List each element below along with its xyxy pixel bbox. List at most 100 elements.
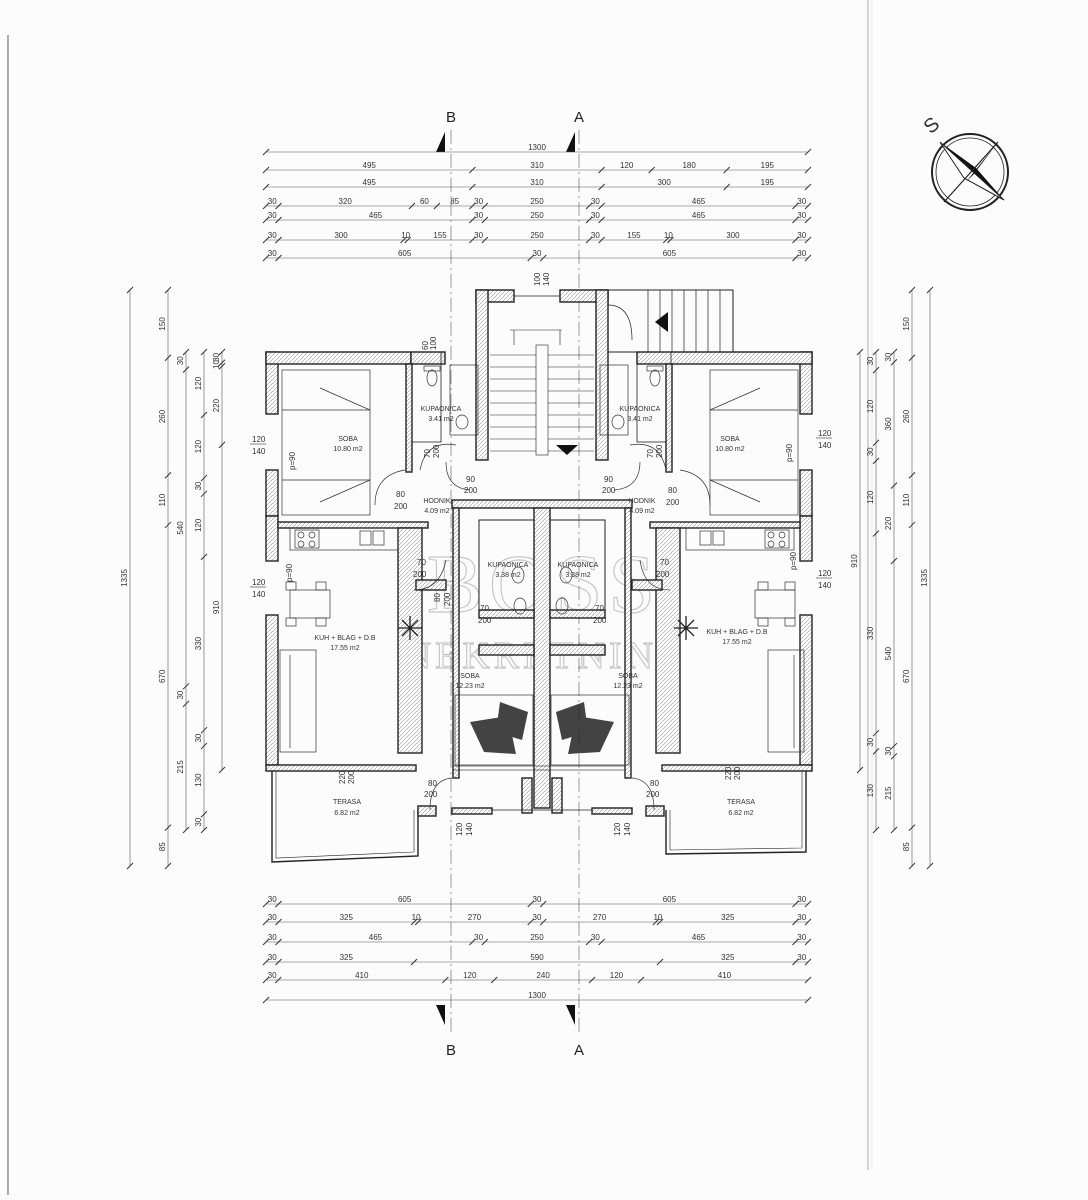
top-dim-row-5-value: 300 bbox=[726, 231, 740, 240]
dim-tick bbox=[585, 202, 593, 210]
left-dim-col3-value: 30 bbox=[176, 690, 185, 699]
bottom-dim-row-1-value: 270 bbox=[593, 913, 607, 922]
left-dim-col2-value: 110 bbox=[158, 493, 167, 506]
opening-balcony-left: 220 200 bbox=[338, 770, 356, 784]
svg-text:A: A bbox=[574, 1042, 584, 1059]
svg-text:200: 200 bbox=[593, 616, 607, 625]
dim-tick bbox=[469, 202, 476, 210]
svg-text:70: 70 bbox=[423, 449, 432, 458]
svg-text:3.38 m2: 3.38 m2 bbox=[495, 572, 520, 579]
bottom-dim-row-2-value: 250 bbox=[530, 933, 544, 942]
opening-window-bottom-right: 120 140 bbox=[613, 822, 632, 836]
opening-bath-top: 60 100 bbox=[421, 336, 438, 350]
dim-tick bbox=[481, 236, 489, 244]
right-dim-col2-value: 260 bbox=[902, 409, 911, 423]
top-dim-row-6-value: 30 bbox=[533, 249, 542, 258]
bottom-dim-row-3-value: 325 bbox=[721, 953, 735, 962]
bottom-dim-row-3-value: 325 bbox=[340, 953, 354, 962]
left-dimension-chains: 1335150260110670853054030215120120301203… bbox=[120, 286, 226, 870]
dim-tick bbox=[890, 482, 898, 489]
bottom-dim-row-4-value: 120 bbox=[610, 971, 624, 980]
top-dim-row-4-value: 30 bbox=[268, 211, 277, 220]
dim-tick bbox=[908, 521, 916, 529]
svg-text:200: 200 bbox=[432, 444, 441, 458]
dim-tick bbox=[262, 202, 270, 210]
svg-text:SOBA: SOBA bbox=[618, 673, 638, 680]
left-dim-col4-value: 120 bbox=[194, 518, 203, 532]
dim-tick bbox=[182, 700, 190, 708]
dim-tick bbox=[804, 202, 812, 210]
dim-tick bbox=[218, 359, 226, 367]
bottom-dim-row-2-value: 30 bbox=[797, 933, 806, 942]
section-marker-b-top: B bbox=[436, 109, 456, 152]
svg-text:4.09 m2: 4.09 m2 bbox=[629, 508, 654, 515]
dim-tick bbox=[262, 216, 270, 224]
dim-tick bbox=[490, 976, 498, 984]
left-dim-col2-value: 260 bbox=[158, 409, 167, 423]
svg-text:10.80 m2: 10.80 m2 bbox=[715, 446, 744, 453]
svg-text:140: 140 bbox=[818, 441, 832, 450]
svg-text:12.23 m2: 12.23 m2 bbox=[455, 683, 484, 690]
right-dim-col2-value: 150 bbox=[902, 317, 911, 331]
top-dim-row-4-value: 465 bbox=[369, 211, 383, 220]
dim-tick bbox=[792, 918, 799, 926]
top-dim-row-1-value: 180 bbox=[682, 161, 696, 170]
dim-tick bbox=[469, 216, 476, 224]
svg-text:80: 80 bbox=[650, 779, 659, 788]
dim-tick bbox=[856, 348, 864, 356]
dim-tick bbox=[262, 996, 270, 1004]
section-marker-a-bottom: A bbox=[566, 1005, 584, 1059]
dim-tick bbox=[598, 938, 605, 946]
opening-bath-80: 80 200 bbox=[433, 592, 452, 606]
dim-tick bbox=[908, 354, 916, 362]
svg-text:70: 70 bbox=[480, 604, 489, 613]
dim-tick bbox=[539, 918, 547, 926]
left-dim-col4-value: 30 bbox=[194, 733, 203, 742]
bottom-dim-row-3-value: 30 bbox=[797, 953, 806, 962]
right-dim-col4-value: 30 bbox=[866, 447, 875, 456]
dim-tick bbox=[262, 183, 270, 191]
top-dim-row-2-value: 195 bbox=[761, 178, 775, 187]
top-dim-row-3-value: 465 bbox=[692, 197, 706, 206]
dim-tick bbox=[908, 862, 916, 870]
top-dim-row-3-value: 60 bbox=[420, 197, 429, 206]
dim-tick bbox=[908, 824, 916, 831]
svg-text:70: 70 bbox=[660, 558, 669, 567]
top-dim-row-2-value: 300 bbox=[657, 178, 671, 187]
svg-text:SOBA: SOBA bbox=[338, 436, 358, 443]
dim-tick bbox=[404, 236, 412, 244]
bottom-dim-row-0-value: 30 bbox=[268, 895, 277, 904]
dim-tick bbox=[792, 900, 799, 908]
bottom-dim-row-1-value: 30 bbox=[797, 913, 806, 922]
section-marker-b-bottom: B bbox=[436, 1005, 456, 1059]
dim-tick bbox=[890, 826, 898, 834]
dim-tick bbox=[469, 166, 476, 174]
dim-tick bbox=[890, 557, 898, 565]
dim-tick bbox=[598, 166, 605, 174]
svg-text:120: 120 bbox=[252, 578, 266, 587]
svg-text:120: 120 bbox=[455, 822, 464, 836]
right-dim-col4-value: 30 bbox=[866, 356, 875, 365]
dim-tick bbox=[872, 457, 880, 465]
svg-text:220: 220 bbox=[338, 770, 347, 784]
dim-tick bbox=[481, 202, 489, 210]
top-dim-row-1-value: 495 bbox=[363, 161, 377, 170]
dim-tick bbox=[890, 358, 898, 366]
svg-text:140: 140 bbox=[542, 272, 551, 286]
svg-text:140: 140 bbox=[818, 581, 832, 590]
bottom-dim-row-1-value: 10 bbox=[412, 913, 421, 922]
dim-tick bbox=[200, 411, 208, 419]
dim-tick bbox=[126, 286, 134, 294]
bottom-dim-row-3-value: 30 bbox=[268, 953, 277, 962]
opening-balcony-right: 220 200 bbox=[724, 766, 742, 780]
svg-text:A: A bbox=[574, 109, 584, 126]
top-dim-row-6-value: 30 bbox=[797, 249, 806, 258]
svg-text:B: B bbox=[446, 1042, 456, 1059]
